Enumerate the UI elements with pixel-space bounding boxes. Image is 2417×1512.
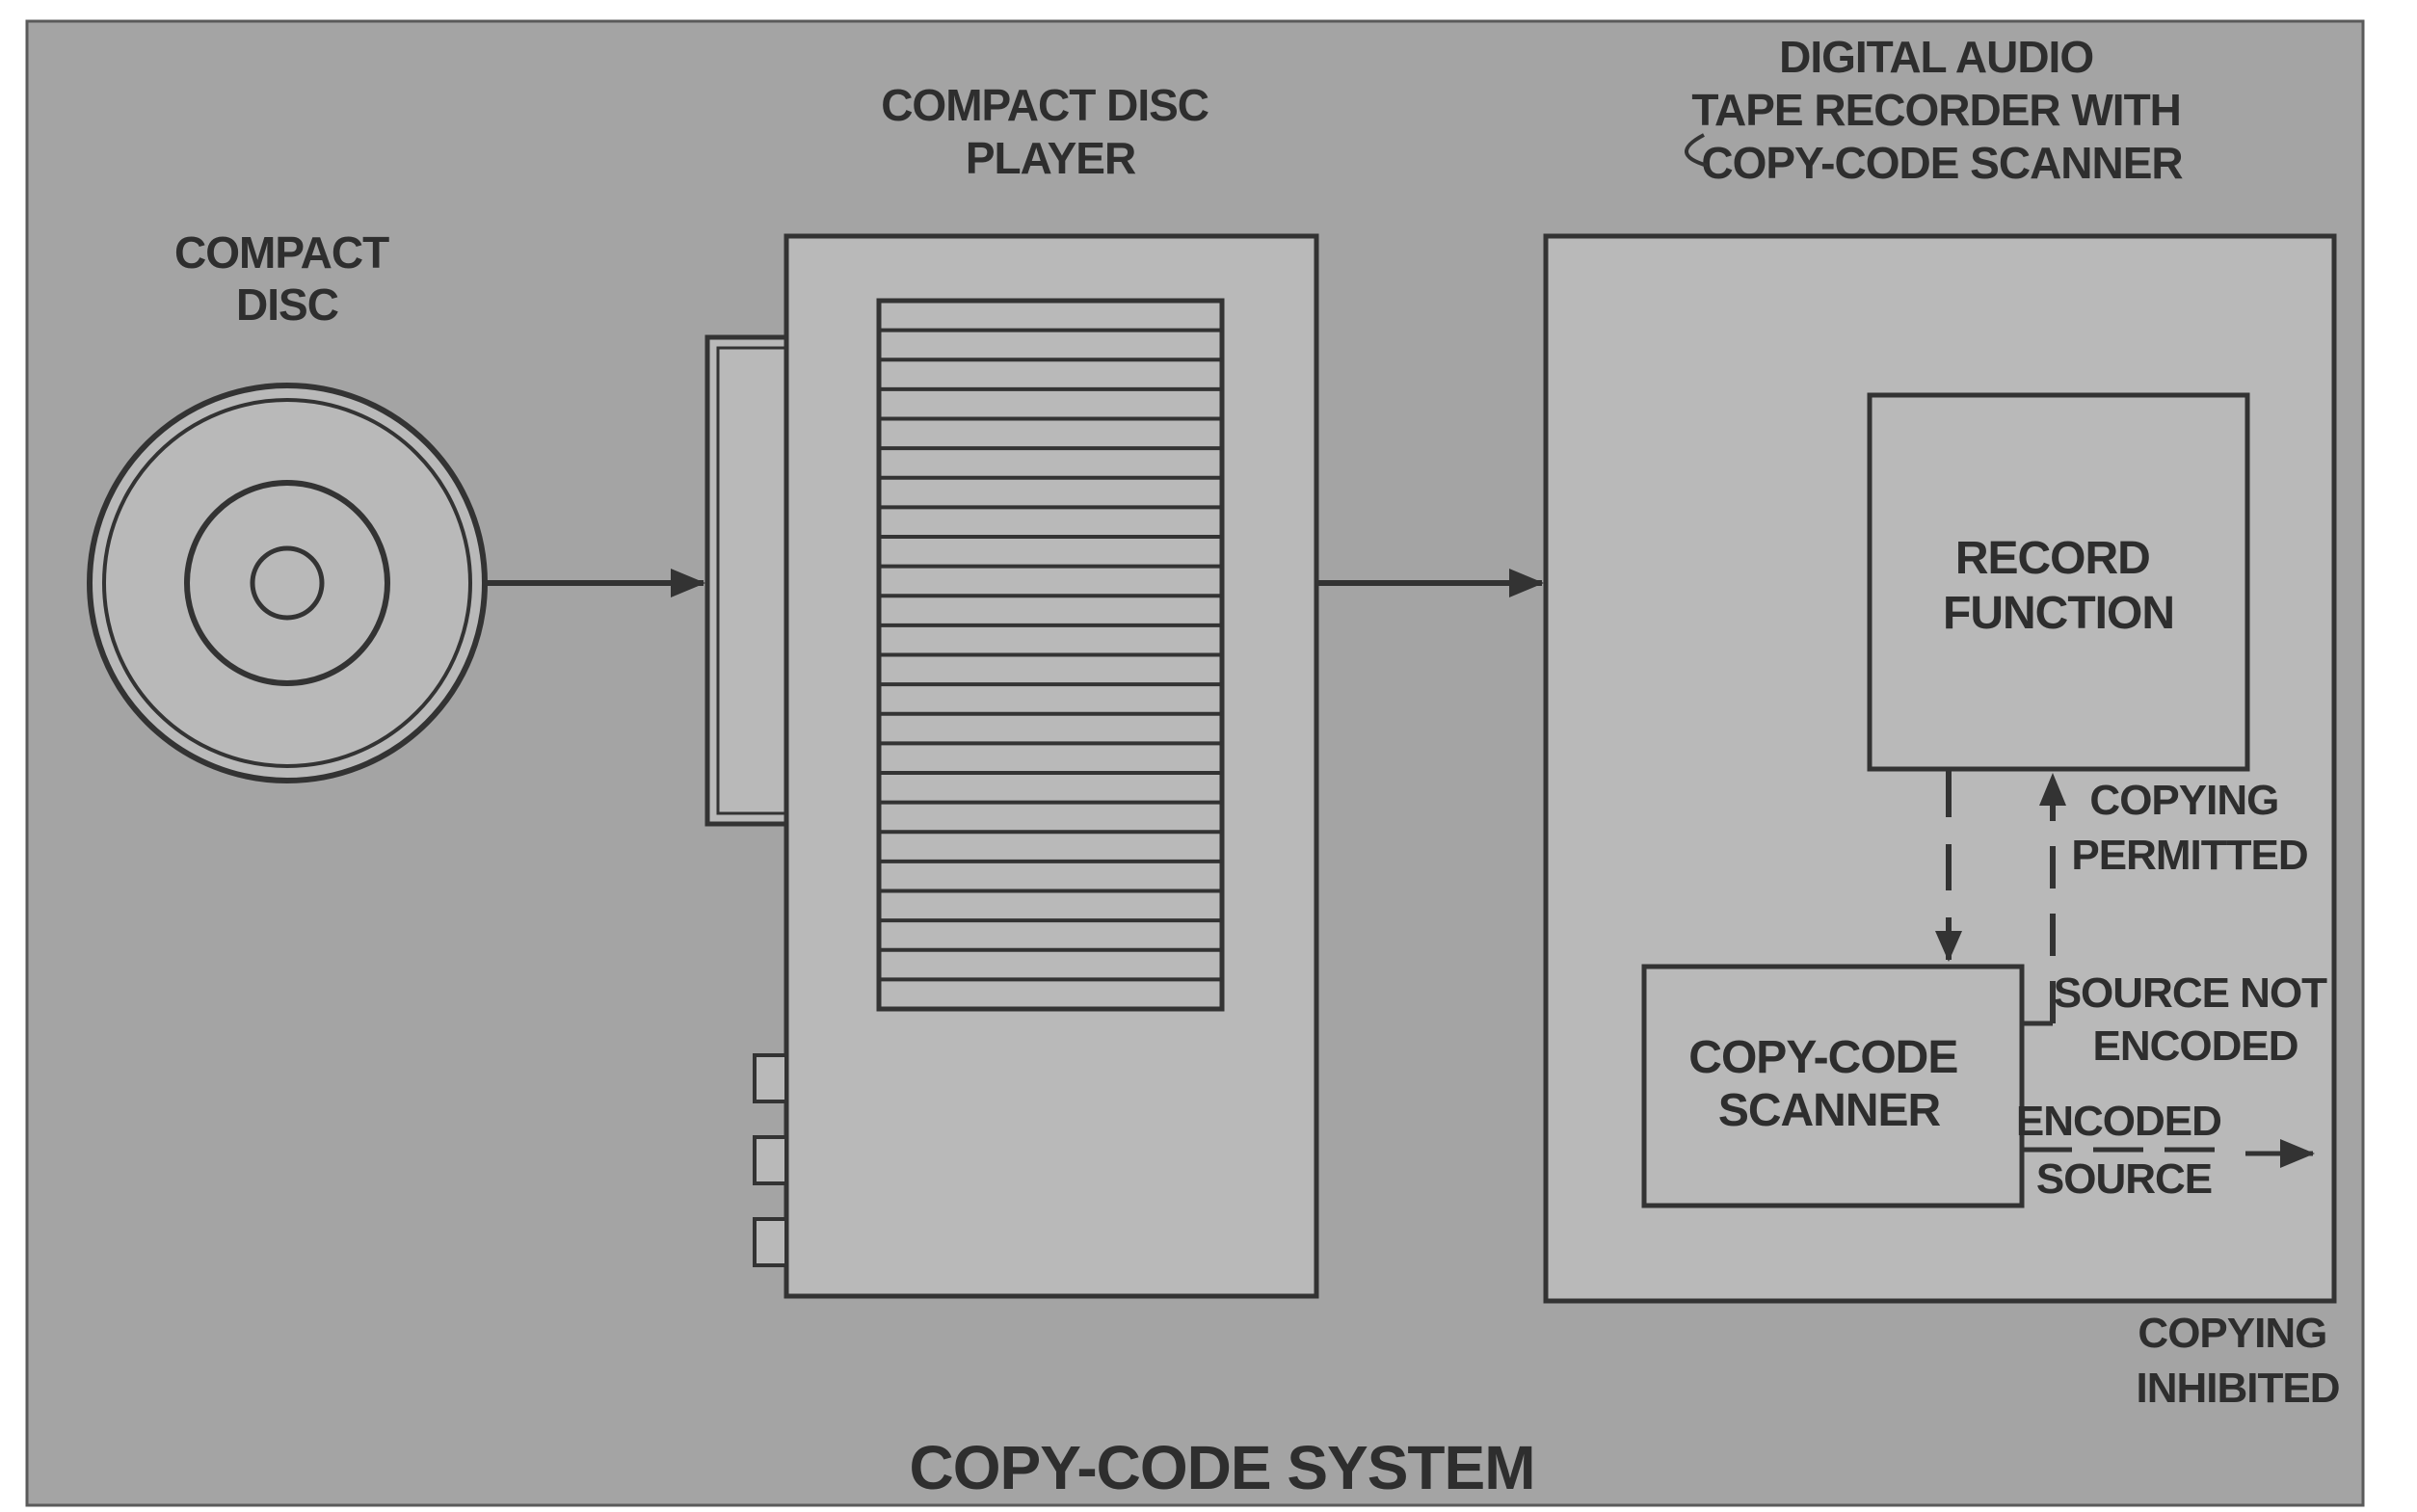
- disc-outer-ring: [90, 385, 485, 781]
- player-button-3: [755, 1219, 786, 1265]
- diagram-title: COPY-CODE SYSTEM: [910, 1433, 1535, 1502]
- player-button-1: [755, 1055, 786, 1101]
- compact-disc-player: [707, 236, 1316, 1296]
- compact-disc: [90, 385, 485, 781]
- player-grille: [879, 301, 1222, 1009]
- player-button-2: [755, 1137, 786, 1183]
